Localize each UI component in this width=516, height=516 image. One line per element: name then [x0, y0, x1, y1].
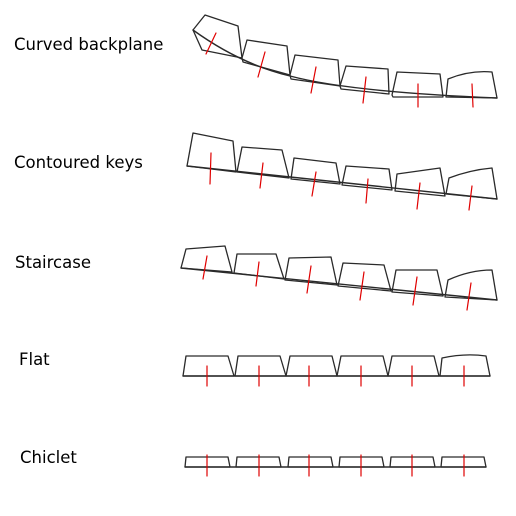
profile-curved-backplane: [192, 14, 498, 108]
keycap: [285, 355, 338, 377]
key-axis-line: [310, 66, 317, 94]
key-axis-line: [259, 162, 264, 189]
key-axis-line: [362, 76, 367, 104]
keycap: [336, 355, 389, 377]
keycap: [337, 262, 392, 292]
profile-staircase: [180, 245, 498, 311]
keycap: [284, 256, 338, 286]
keycap: [182, 355, 235, 377]
key-axis-line: [202, 255, 208, 280]
key-axis-line: [416, 182, 421, 210]
keycap: [394, 167, 446, 197]
profile-chiclet: [184, 454, 487, 477]
key-axis-line: [311, 171, 317, 197]
keycap: [234, 355, 287, 377]
key-axis-line: [365, 178, 369, 204]
key-axis-line: [306, 265, 312, 294]
key-axis-line: [412, 276, 418, 306]
profile-flat: [182, 354, 491, 387]
base-line: [180, 267, 498, 301]
row-label-curved-backplane: Curved backplane: [14, 35, 164, 54]
row-label-flat: Flat: [19, 350, 50, 369]
key-axis-line: [471, 83, 474, 108]
base-line: [186, 165, 498, 200]
keycap: [445, 167, 498, 200]
keycap: [241, 39, 291, 76]
key-axis-line: [205, 32, 217, 55]
keycap: [391, 269, 444, 297]
keycap: [290, 157, 341, 185]
row-label-staircase: Staircase: [15, 253, 91, 272]
profile-contoured-keys: [186, 132, 498, 211]
key-axis-line: [468, 185, 473, 211]
keycap: [192, 14, 243, 59]
key-axis-line: [466, 282, 472, 311]
key-axis-line: [257, 51, 266, 78]
key-axis-line: [209, 152, 212, 185]
curved-backplane-line: [192, 29, 498, 99]
keycap: [439, 354, 491, 377]
key-axis-line: [255, 261, 260, 287]
keycap: [287, 456, 334, 468]
keycap: [387, 355, 440, 377]
key-axis-line: [359, 271, 365, 301]
row-label-contoured-keys: Contoured keys: [14, 153, 143, 172]
row-label-chiclet: Chiclet: [20, 448, 77, 467]
